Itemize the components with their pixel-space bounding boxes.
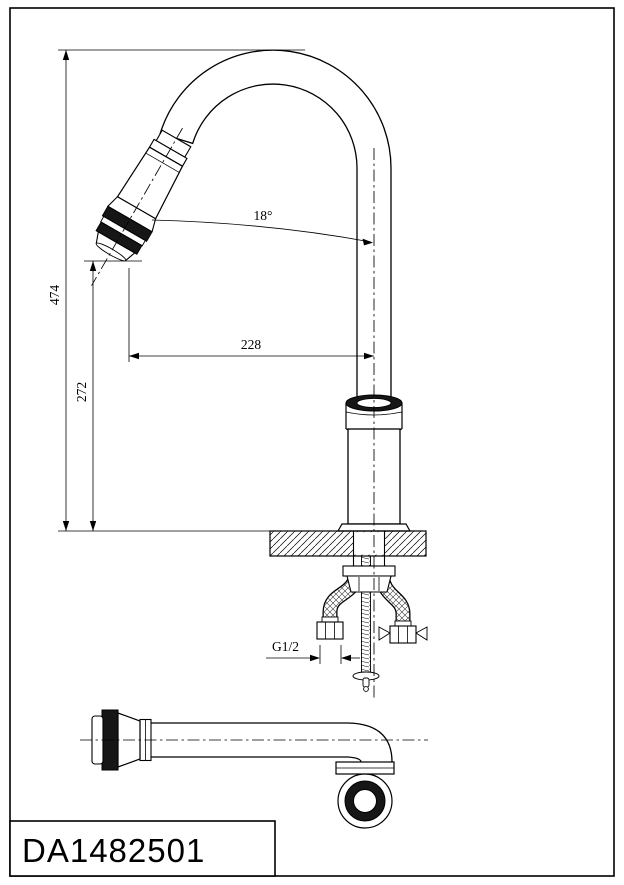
- spray-head: [91, 127, 192, 286]
- spray-axis-centerline: [91, 127, 183, 286]
- arrowhead-down: [62, 521, 70, 531]
- dimension-label-272: 272: [74, 382, 89, 402]
- dimension-angle: 18°: [151, 208, 373, 246]
- countertop-section: [269, 530, 427, 566]
- part-number: DA1482501: [22, 832, 205, 869]
- title-block-box: [9, 820, 276, 877]
- dimension-228: 228: [128, 268, 374, 362]
- dimensions: 474 272 228 18°: [47, 49, 374, 664]
- spray-head-top-view: [91, 709, 152, 771]
- arrowhead-left: [341, 654, 351, 662]
- dimension-label-thread: G1/2: [272, 639, 299, 654]
- angle-arc: [151, 219, 372, 243]
- dimension-label-angle: 18°: [254, 208, 273, 223]
- arrowhead-right: [364, 352, 374, 360]
- swivel-fitting: [335, 722, 395, 829]
- wing-right: [415, 626, 428, 641]
- dimension-474: 474: [47, 49, 305, 532]
- arrowhead-down: [89, 521, 97, 531]
- hose-nut-right: [389, 625, 417, 644]
- shank-gap: [353, 532, 385, 555]
- arrowhead-left: [129, 352, 139, 360]
- base-circle-inner: [353, 789, 377, 813]
- arrowhead-up: [62, 50, 70, 60]
- mounting-washer: [342, 565, 396, 577]
- arrowhead-right: [310, 654, 320, 662]
- threaded-rod: [352, 555, 380, 692]
- hose-collar-right: [394, 620, 412, 627]
- dimension-label-228: 228: [241, 337, 262, 352]
- dimension-label-474: 474: [47, 285, 62, 306]
- dimension-272: 272: [74, 260, 142, 531]
- side-view: [91, 49, 428, 698]
- top-view: [80, 709, 428, 829]
- wing-left: [378, 626, 391, 641]
- arrowhead: [362, 238, 373, 246]
- hose-collar-left: [321, 616, 339, 623]
- mounting-hardware: [342, 565, 396, 593]
- gooseneck-spout: [159, 49, 392, 399]
- hose-nut-left: [316, 621, 344, 640]
- mounting-nut: [346, 575, 392, 593]
- arrowhead-up: [89, 261, 97, 271]
- border-frame: [9, 7, 615, 877]
- dimension-thread: G1/2: [266, 639, 360, 664]
- title-block: DA1482501: [9, 820, 276, 877]
